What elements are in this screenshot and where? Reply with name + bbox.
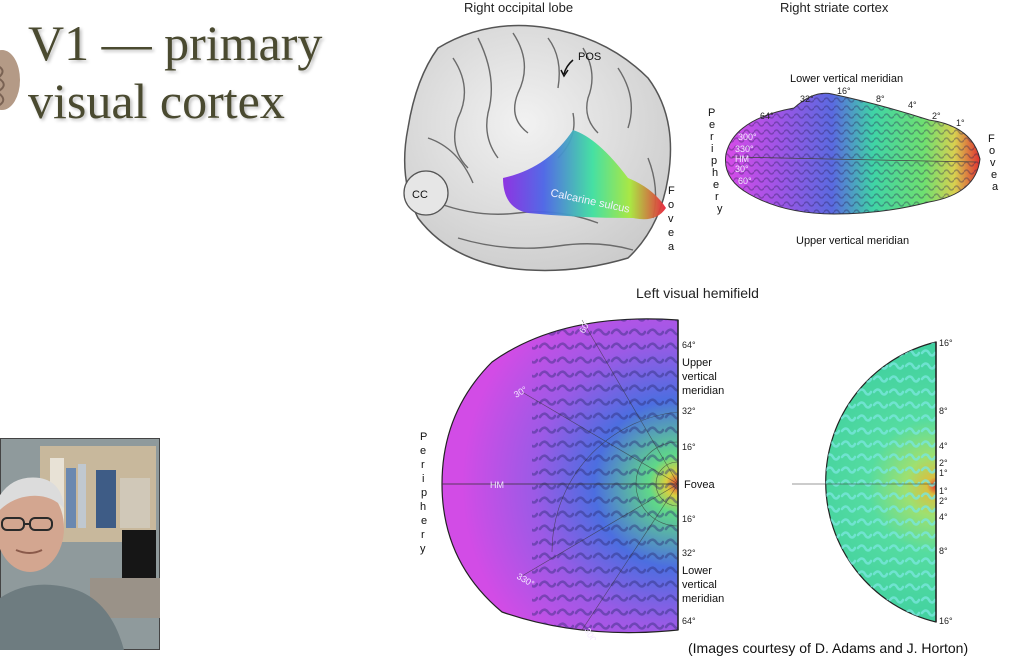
svg-text:64°: 64°: [682, 340, 696, 350]
svg-text:32°: 32°: [800, 94, 814, 104]
hemifield-figure: HM 60° 30° 330° 300° P e r i p h e r y 6…: [420, 318, 724, 640]
svg-text:F: F: [668, 185, 675, 197]
svg-text:2°: 2°: [939, 458, 948, 468]
svg-text:vertical: vertical: [682, 579, 717, 591]
svg-text:64°: 64°: [760, 111, 774, 121]
svg-text:32°: 32°: [682, 406, 696, 416]
slide-title-line2: visual cortex: [28, 73, 285, 129]
svg-text:e: e: [420, 445, 426, 457]
svg-text:F: F: [988, 133, 995, 145]
svg-text:2°: 2°: [939, 496, 948, 506]
svg-text:P: P: [420, 431, 427, 443]
svg-text:32°: 32°: [682, 548, 696, 558]
svg-text:e: e: [668, 227, 674, 239]
svg-text:i: i: [711, 143, 713, 155]
slide-title-line1: V1 — primary: [28, 15, 323, 71]
svg-text:e: e: [709, 119, 715, 131]
lower-vertical-meridian-text: Lower vertical meridian: [682, 565, 724, 605]
svg-text:r: r: [421, 529, 425, 541]
inset-ticks: 16° 8° 4° 2° 1° 1° 2° 4° 8° 16°: [939, 338, 953, 626]
svg-text:o: o: [989, 145, 995, 157]
svg-text:30°: 30°: [735, 164, 749, 174]
svg-text:1°: 1°: [939, 468, 948, 478]
svg-text:vertical: vertical: [682, 371, 717, 383]
svg-text:8°: 8°: [876, 94, 885, 104]
svg-text:v: v: [668, 213, 674, 225]
svg-text:v: v: [990, 157, 996, 169]
svg-text:p: p: [421, 487, 427, 499]
brain-thumbnail-icon: [0, 50, 20, 110]
svg-text:60°: 60°: [738, 176, 752, 186]
pos-label: POS: [578, 51, 601, 63]
svg-text:meridian: meridian: [682, 593, 724, 605]
hemifield-periphery-label: P e r i p h e r y: [420, 431, 427, 555]
cc-label: CC: [412, 189, 428, 201]
hemifield-right-ticks: 64° 32° 16° 16° 32° 64°: [682, 340, 696, 626]
svg-text:a: a: [668, 241, 675, 253]
svg-text:Lower: Lower: [682, 565, 712, 577]
svg-text:Upper: Upper: [682, 357, 712, 369]
striate-cortex-caption: Right striate cortex: [780, 0, 889, 15]
striate-fovea-label: F o v e a: [988, 133, 999, 193]
svg-text:16°: 16°: [682, 442, 696, 452]
occipital-lobe-caption: Right occipital lobe: [464, 0, 574, 15]
svg-text:r: r: [715, 191, 719, 203]
hm-label: HM: [490, 480, 504, 490]
svg-text:64°: 64°: [682, 616, 696, 626]
svg-text:r: r: [421, 459, 425, 471]
svg-text:16°: 16°: [939, 338, 953, 348]
svg-text:300°: 300°: [738, 132, 757, 142]
svg-text:i: i: [422, 473, 424, 485]
hemifield-caption: Left visual hemifield: [636, 285, 759, 301]
svg-text:h: h: [420, 501, 426, 513]
svg-text:e: e: [713, 179, 719, 191]
svg-text:330°: 330°: [735, 144, 754, 154]
svg-text:2°: 2°: [932, 111, 941, 121]
occipital-fovea-label: F o v e a: [668, 185, 675, 253]
striate-left-ticks: 300° 330° HM 30° 60°: [735, 132, 757, 186]
svg-text:1°: 1°: [939, 486, 948, 496]
svg-text:o: o: [668, 199, 674, 211]
svg-text:P: P: [708, 107, 715, 119]
image-credit: (Images courtesy of D. Adams and J. Hort…: [688, 640, 969, 656]
svg-text:h: h: [712, 167, 718, 179]
upper-vertical-meridian-text: Upper vertical meridian: [682, 357, 724, 397]
striate-top-ticks: 64° 32° 16° 8° 4° 2° 1°: [760, 86, 965, 128]
svg-text:16°: 16°: [939, 616, 953, 626]
svg-text:meridian: meridian: [682, 385, 724, 397]
fovea-label: Fovea: [684, 479, 715, 491]
svg-text:8°: 8°: [939, 406, 948, 416]
lower-vertical-meridian-label: Lower vertical meridian: [790, 73, 903, 85]
svg-text:e: e: [991, 169, 997, 181]
svg-text:e: e: [421, 515, 427, 527]
svg-text:4°: 4°: [939, 441, 948, 451]
svg-text:y: y: [717, 203, 723, 215]
svg-text:8°: 8°: [939, 546, 948, 556]
presenter-webcam-video[interactable]: [0, 438, 160, 650]
svg-text:p: p: [711, 155, 717, 167]
upper-vertical-meridian-label: Upper vertical meridian: [796, 235, 909, 247]
svg-text:16°: 16°: [837, 86, 851, 96]
svg-text:4°: 4°: [908, 100, 917, 110]
svg-text:y: y: [420, 543, 426, 555]
svg-text:a: a: [992, 181, 999, 193]
svg-text:r: r: [710, 131, 714, 143]
striate-cortex-figure: Lower vertical meridian Upper vertical m…: [708, 73, 999, 247]
striate-periphery-label: P e r i p h e r y: [708, 107, 723, 215]
occipital-lobe-figure: CC Calcarine sulcus POS F o v e a: [403, 24, 675, 272]
svg-text:HM: HM: [735, 154, 749, 164]
svg-text:1°: 1°: [956, 118, 965, 128]
svg-text:4°: 4°: [939, 512, 948, 522]
foveal-inset-figure: 16° 8° 4° 2° 1° 1° 2° 4° 8° 16°: [792, 338, 953, 626]
svg-text:16°: 16°: [682, 514, 696, 524]
slide-title: V1 — primary visual cortex: [28, 14, 408, 130]
